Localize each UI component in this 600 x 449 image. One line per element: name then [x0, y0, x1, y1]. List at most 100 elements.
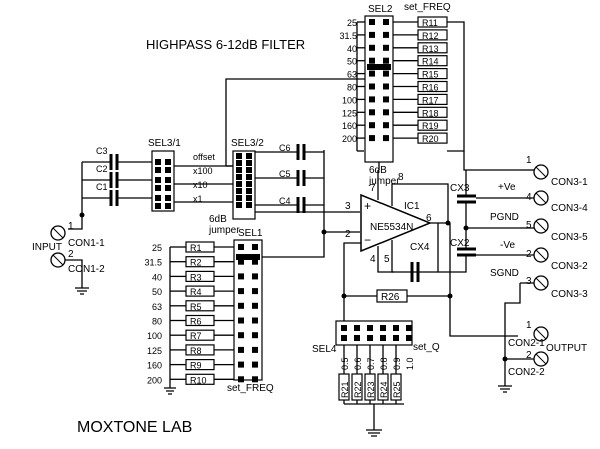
con1-1-number: 1	[68, 221, 74, 232]
resistor-label-r13: R13	[422, 44, 439, 54]
resistor-label-r21: R21	[340, 381, 350, 398]
header-pin	[236, 160, 242, 166]
header-pin	[354, 325, 360, 331]
sel1-jumper-cap[interactable]	[236, 254, 260, 260]
opamp-part-label: NE5534N	[370, 222, 413, 233]
header-pin	[236, 188, 242, 194]
junction-dot	[445, 220, 451, 226]
header-pin	[252, 332, 258, 339]
sel1-freq-label: set_FREQ	[227, 383, 274, 394]
sel1-freq-0: 25	[152, 243, 162, 253]
resistor-label-r2: R2	[190, 258, 202, 268]
sel32-option-offset: offset	[193, 152, 215, 162]
resistor-r16	[417, 80, 448, 93]
sel1-freq-4: 63	[152, 302, 162, 312]
con3-1-terminal[interactable]	[533, 164, 549, 180]
header-pin	[406, 335, 412, 341]
output-terminal-1[interactable]	[533, 326, 549, 342]
sel4-q-label: set_Q	[413, 342, 440, 353]
con3-5-terminal[interactable]	[533, 218, 549, 234]
sel1-label: SEL1	[238, 228, 263, 239]
header-pin	[383, 31, 389, 38]
header-pin	[354, 335, 360, 341]
resistor-r20	[417, 132, 448, 144]
sel2-freq-6: 100	[342, 95, 357, 105]
header-pin	[252, 244, 258, 250]
resistor-r15	[417, 67, 448, 80]
sel2-label: SEL2	[368, 4, 393, 15]
con3-3-number: 3	[526, 276, 532, 287]
resistor-r17	[417, 93, 448, 106]
con3-5-number: 5	[526, 220, 532, 231]
capacitor-c5	[296, 170, 306, 186]
header-pin	[252, 302, 258, 309]
resistor-label-r4: R4	[190, 287, 202, 297]
header-pin	[155, 167, 161, 173]
junction-dot	[321, 229, 327, 235]
sel1-freq-8: 160	[147, 361, 162, 371]
resistor-label-r8: R8	[190, 346, 202, 356]
header-pin	[383, 70, 389, 77]
header-pin	[369, 70, 375, 77]
junction-dot	[447, 293, 453, 299]
header-pin	[155, 195, 161, 201]
con3-3-terminal[interactable]	[533, 275, 549, 291]
header-pin	[236, 167, 242, 173]
input-terminal-2[interactable]	[50, 252, 66, 268]
output-terminal-2[interactable]	[533, 351, 549, 367]
input-terminal-1[interactable]	[50, 225, 66, 241]
header-pin	[393, 325, 399, 331]
header-pin	[238, 346, 244, 353]
header-pin	[252, 361, 258, 368]
header-pin	[246, 188, 252, 194]
header-pin	[369, 57, 375, 64]
capacitor-label-c5: C5	[279, 169, 291, 179]
opamp-pin-2: 2	[345, 229, 351, 240]
con3-3-label: CON3-3	[551, 289, 588, 300]
header-pin	[252, 258, 258, 265]
header-pin	[383, 83, 389, 90]
sel2-jumper-label-line2: jumper	[368, 176, 400, 187]
sel4-q-value-5: 1.0	[405, 357, 415, 370]
con2-1-label: CON2-1	[508, 338, 545, 349]
capacitor-label-c6: C6	[279, 143, 291, 153]
header-pin	[155, 203, 161, 209]
header-pin	[165, 177, 171, 183]
capacitor-label-c1: C1	[96, 182, 108, 192]
opamp-pin-3: 3	[345, 201, 351, 212]
con1-2-number: 2	[68, 249, 74, 260]
sel32-option-x10: x10	[193, 180, 208, 190]
header-pin	[238, 361, 244, 368]
sel32-option-x100: x100	[193, 166, 213, 176]
header-pin	[155, 185, 161, 191]
header-pin	[393, 335, 399, 341]
con3-1-number: 1	[526, 155, 532, 166]
resistor-label-r24: R24	[379, 381, 389, 398]
header-pin	[369, 44, 375, 51]
header-pin	[165, 203, 171, 209]
con3-2-terminal[interactable]	[533, 247, 549, 263]
sel2-freq-4: 63	[347, 70, 357, 80]
header-pin	[383, 122, 389, 129]
capacitor-c6	[296, 144, 306, 160]
supply-sgnd-label: SGND	[490, 268, 519, 279]
sel1-freq-9: 200	[147, 375, 162, 385]
resistor-label-r5: R5	[190, 302, 202, 312]
header-pin	[252, 317, 258, 324]
resistor-label-r18: R18	[422, 108, 439, 118]
header-pin	[236, 153, 242, 159]
header-pin	[369, 31, 375, 38]
con3-4-terminal[interactable]	[533, 190, 549, 206]
resistor-label-r10: R10	[190, 375, 207, 385]
header-pin	[246, 174, 252, 180]
sel4-q-value-0: 0.5	[340, 357, 350, 370]
header-pin	[246, 167, 252, 173]
header-pin	[236, 202, 242, 208]
sel2-jumper-cap[interactable]	[367, 64, 391, 70]
resistor-label-r12: R12	[422, 31, 439, 41]
